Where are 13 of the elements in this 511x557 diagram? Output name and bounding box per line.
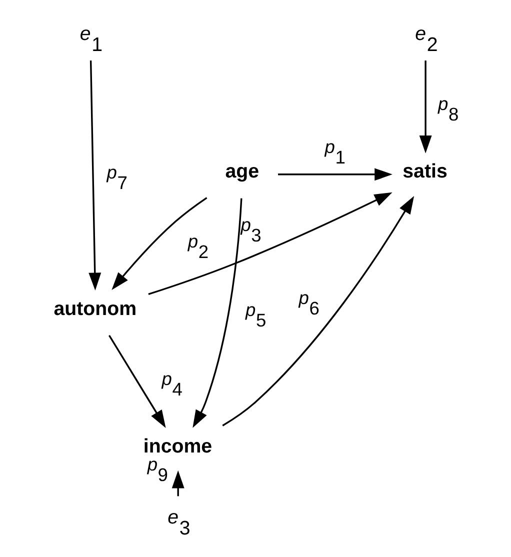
arrow: [278, 168, 392, 181]
arrow: [418, 60, 432, 154]
node-text: income: [142, 436, 212, 458]
arrow: [171, 470, 184, 496]
arrow: [222, 196, 414, 426]
arrow: [148, 192, 392, 296]
node-text: age: [224, 160, 259, 183]
arrow: [192, 198, 242, 428]
node-text: autonom: [53, 298, 136, 320]
arrow: [88, 60, 101, 291]
node-text: satis: [402, 160, 447, 183]
arrow: [111, 197, 207, 290]
arrow: [108, 335, 166, 428]
